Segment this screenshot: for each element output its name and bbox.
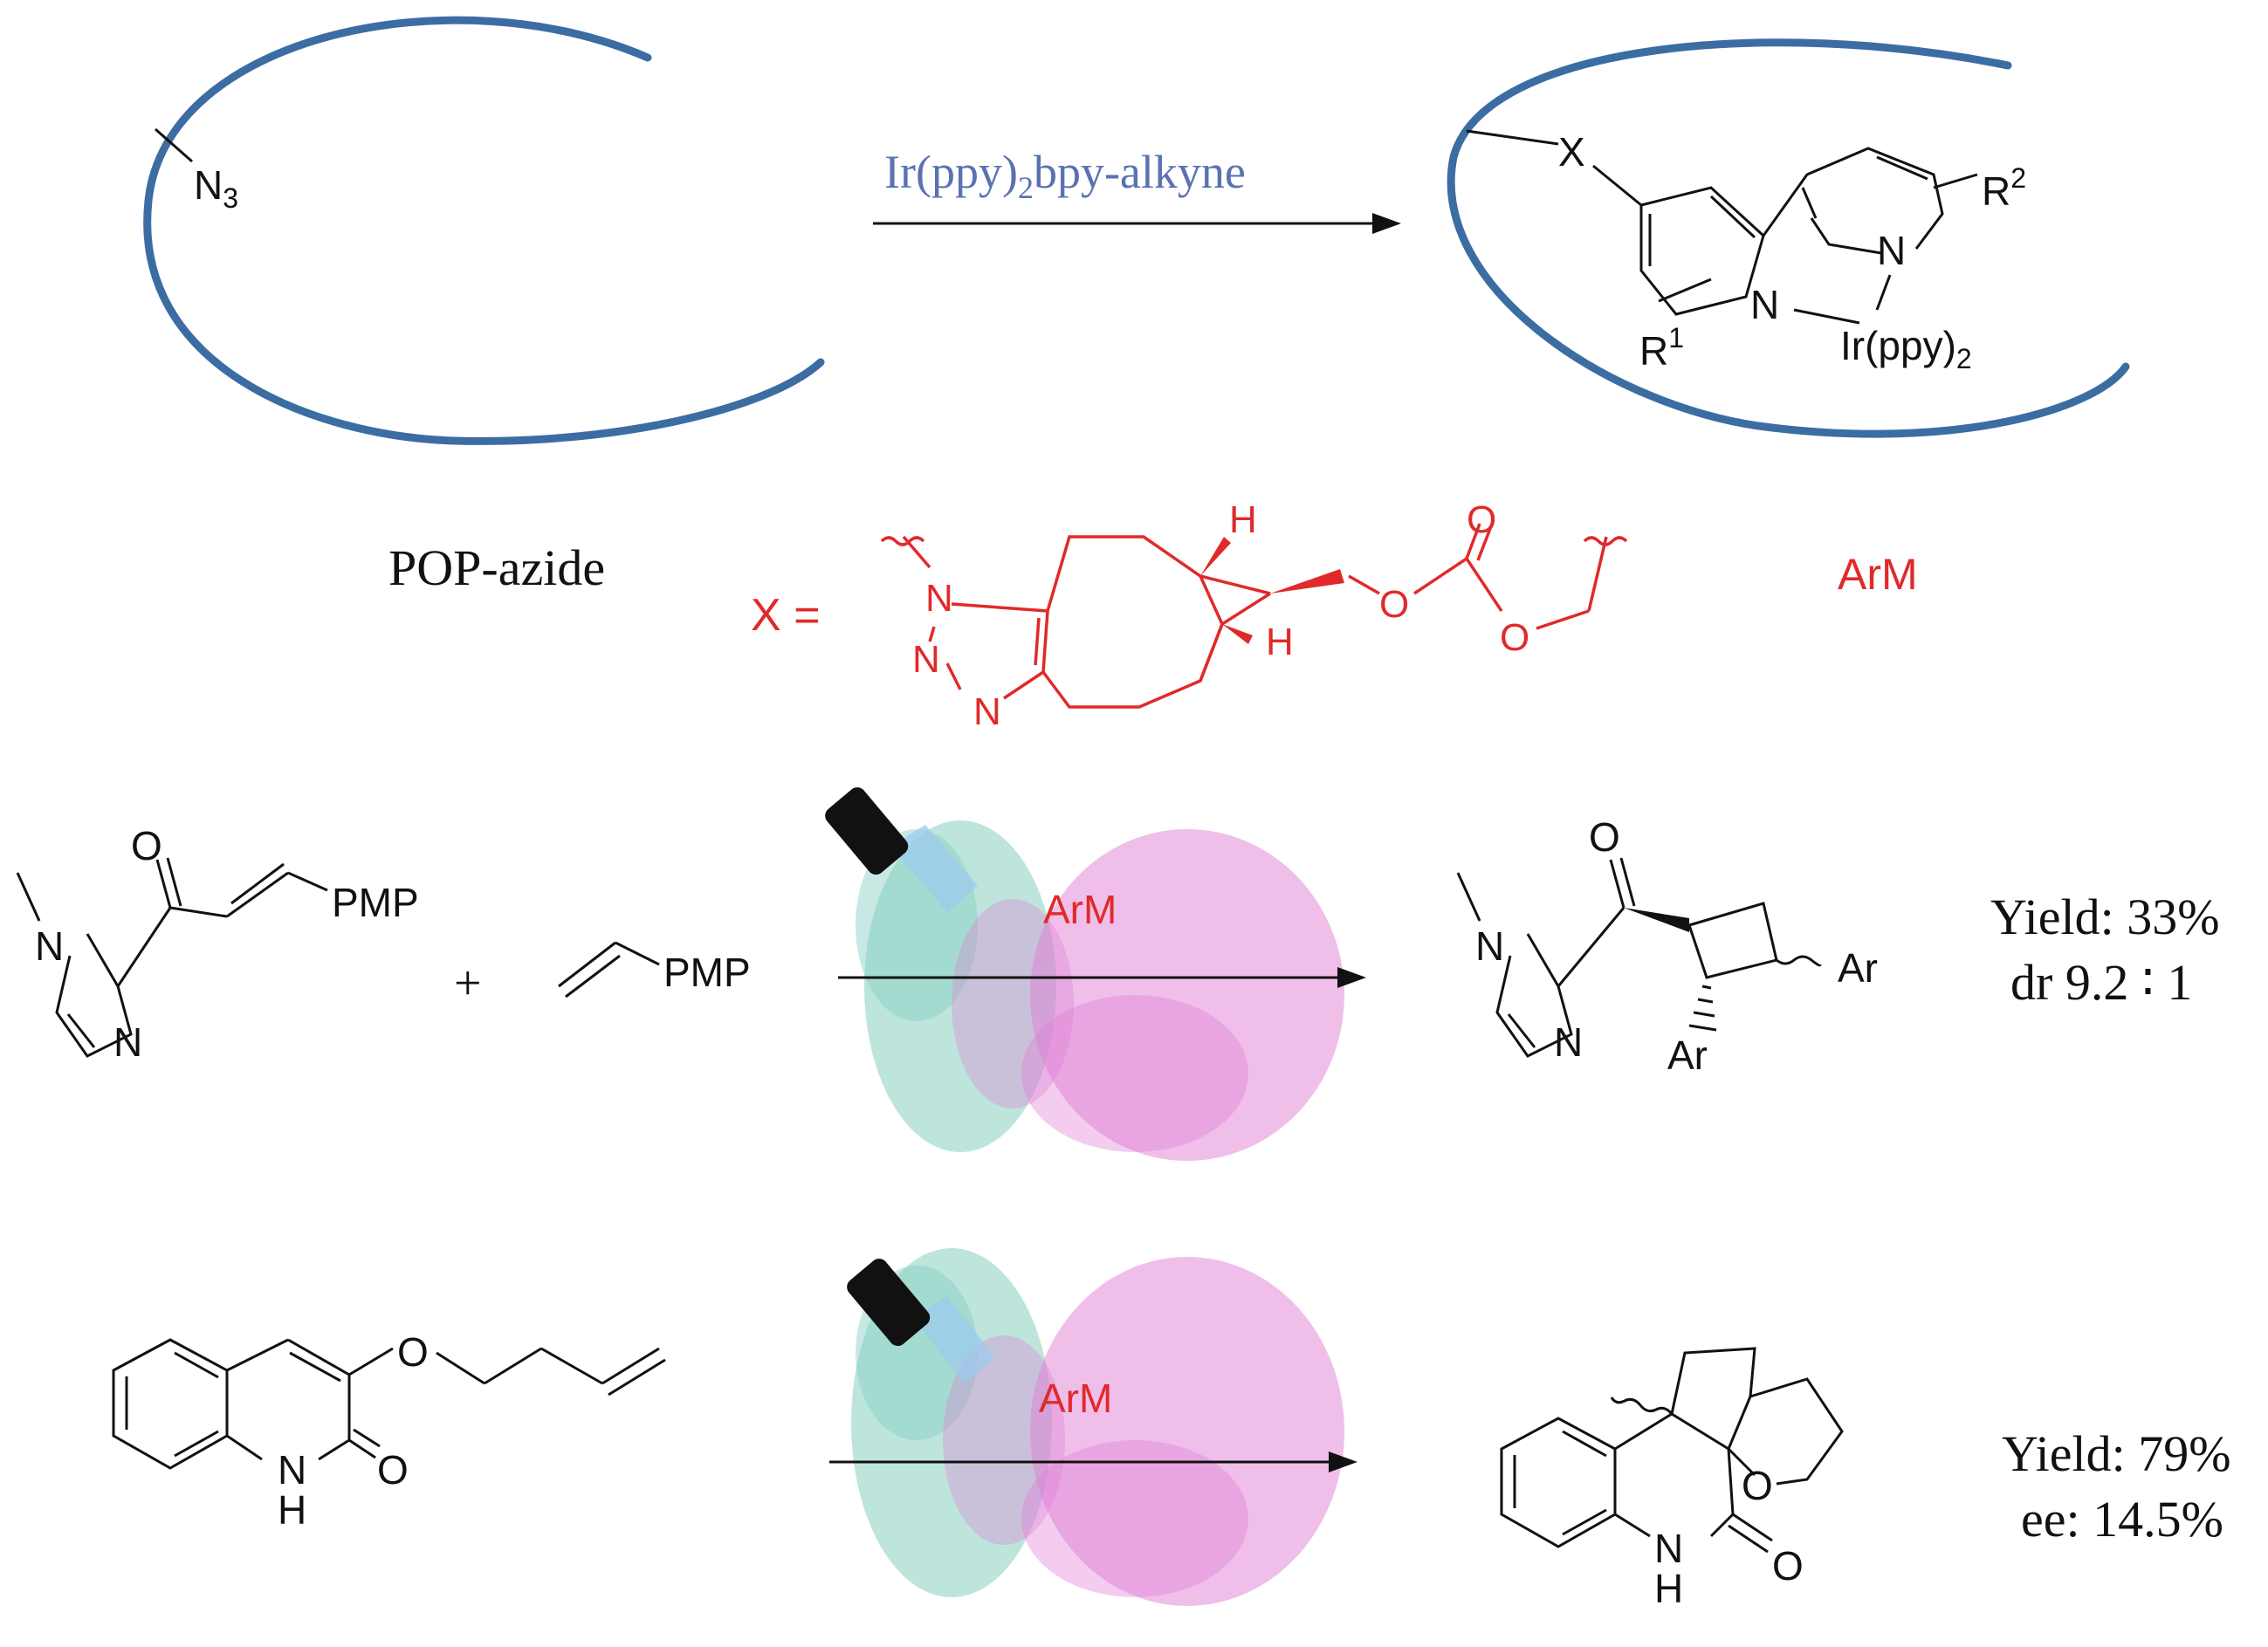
lamp-icon-1 [825,787,978,912]
arrowhead-2 [1329,1451,1357,1472]
linker-structure [880,523,1628,709]
wedge-bond-1 [1200,537,1231,576]
product2-h: H [1654,1566,1683,1611]
plus-sign: + [454,957,482,1011]
linker-h1: H [1229,498,1257,541]
azide-label: N3 [194,162,238,214]
product2-o-ring: O [1742,1463,1773,1508]
protein-illustration-2 [851,1248,1344,1606]
reagent-label: Ir(ppy)2bpy-alkyne [884,146,1246,205]
styrene-pmp: PMP [663,950,751,995]
linker-n3: N [973,690,1001,733]
product1-hash-bond [1688,985,1717,1032]
lamp-icon-2 [847,1259,995,1383]
wedge-bond-2 [1270,569,1344,594]
reactant-enone-structure [16,857,328,1058]
reactant2-h: H [278,1487,306,1533]
linker-o-carbonyl: O [1467,498,1496,541]
linker-o1: O [1379,583,1409,626]
arm-r2-label: R2 [1982,162,2026,214]
reactant2-o-carbonyl: O [377,1447,409,1493]
reactant2-n: N [278,1447,306,1493]
polymer-arc-left [143,16,825,445]
product1-o: O [1589,814,1620,860]
product1-ar2: Ar [1667,1033,1708,1078]
enone-pmp: PMP [332,880,419,925]
cyclobutane-product-structure [1456,857,1822,1058]
product1-wedge [1624,908,1689,932]
arm-metal-label: Ir(ppy)2 [1840,323,1972,374]
arm-n-right: N [1877,228,1906,273]
enone-n-methyl: N [35,923,64,969]
linker-prefix: X = [751,590,821,641]
product1-n-methyl: N [1475,923,1504,969]
arm-bipyridine-structure [1466,129,1978,325]
linker-h2: H [1266,621,1294,663]
arm-caption: ArM [1838,550,1918,599]
quinolinone-reactant-structure [112,1338,666,1470]
product1-n-ring: N [1554,1019,1583,1065]
linker-o2: O [1500,616,1529,659]
arm-x-label: X [1558,129,1585,175]
polymer-arc-right [1447,38,2130,438]
dr-text-1: dr 9.2 ∶ 1 [2010,954,2192,1011]
arm-n-left: N [1750,282,1779,327]
enone-o: O [131,823,162,868]
pop-azide-caption: POP-azide [388,539,605,596]
wedge-bond-3 [1222,624,1253,644]
enone-n-ring: N [113,1019,142,1065]
product2-o-carbonyl: O [1772,1543,1804,1589]
ee-text-2: ee: 14.5% [2021,1491,2223,1547]
arm-r1-label: R1 [1639,322,1684,374]
yield-text-1: Yield: 33% [1990,889,2220,945]
arrowhead-top [1372,213,1401,234]
reactant2-o-ether: O [397,1329,429,1375]
catalyst-label-1: ArM [1043,887,1117,932]
cyclobutane-fused-product-structure [1500,1347,1844,1554]
linker-n2: N [912,638,940,681]
yield-text-2: Yield: 79% [2002,1425,2231,1482]
catalyst-label-2: ArM [1039,1376,1112,1421]
product2-n: N [1654,1526,1683,1571]
arrowhead-1 [1337,967,1366,988]
linker-n1: N [925,577,953,620]
product1-ar1: Ar [1838,945,1878,991]
styrene-structure [558,941,660,998]
azide-bond [155,127,193,163]
